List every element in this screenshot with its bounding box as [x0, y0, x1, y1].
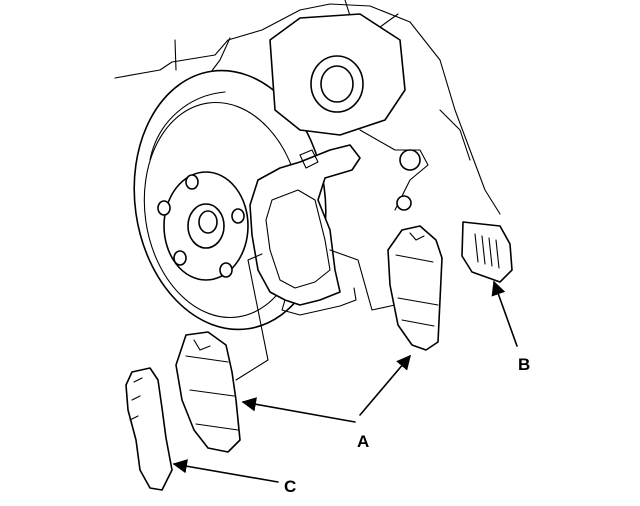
outer-pad — [387, 225, 443, 351]
arrow-a-inner — [241, 397, 356, 423]
callout-label-a: A — [357, 432, 369, 451]
callout-label-b: B — [518, 355, 530, 374]
wheel-hub — [157, 171, 249, 281]
arrow-a-outer — [359, 354, 411, 416]
shim-b — [461, 221, 513, 283]
caliper-body — [269, 13, 429, 211]
shim-c — [125, 367, 173, 491]
callout-arrows — [172, 280, 518, 483]
inner-pad — [175, 331, 241, 453]
arrow-c — [172, 459, 279, 483]
caliper-bracket — [249, 144, 361, 316]
callout-label-c: C — [284, 477, 296, 496]
lug-studs — [157, 174, 245, 278]
leader-lines — [235, 249, 396, 381]
arrow-b — [491, 280, 518, 347]
